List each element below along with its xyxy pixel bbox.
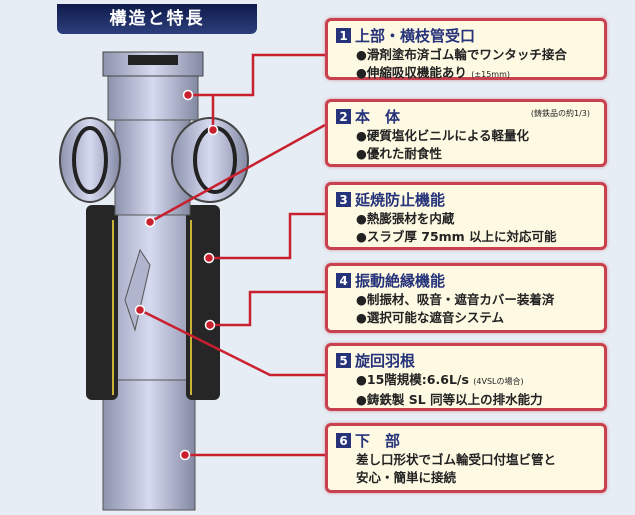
left-sleeve — [86, 205, 118, 400]
left-branch-hub — [59, 117, 121, 203]
leader-lines — [139, 53, 326, 457]
leader-dots — [134, 89, 219, 461]
section-header: 構造と特長 — [57, 4, 257, 34]
lower-pipe — [102, 369, 196, 511]
